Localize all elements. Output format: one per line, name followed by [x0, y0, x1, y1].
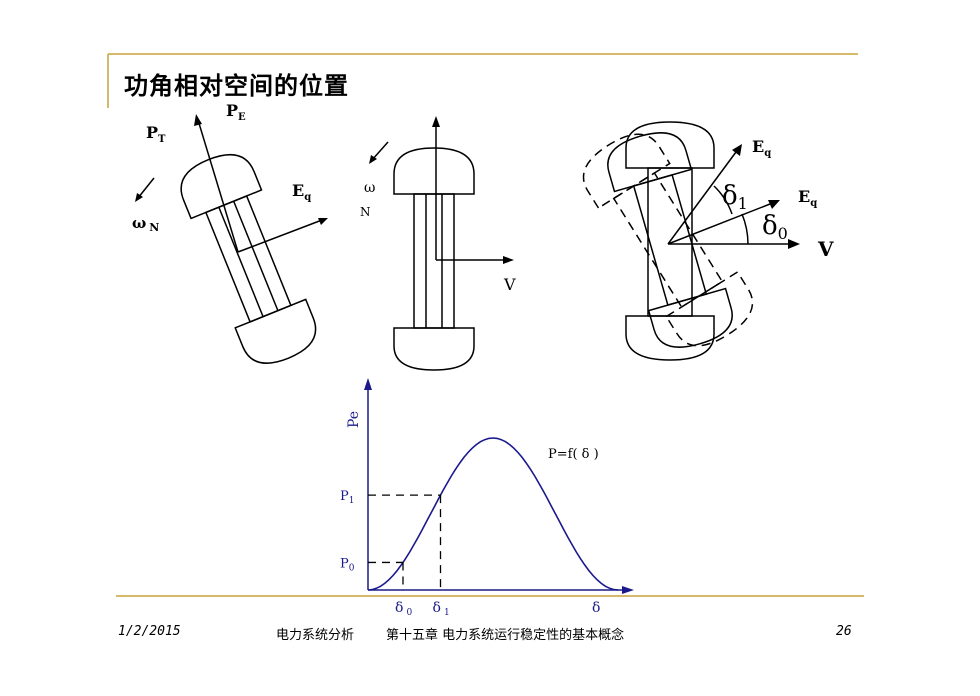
- rotor-left-omega-arrow: [137, 177, 155, 199]
- slide-title: 功角相对空间的位置: [124, 72, 349, 100]
- footer-page-number: 26: [836, 624, 852, 639]
- chart-ylabel: Pe: [346, 411, 362, 428]
- rotor-right-upright-bottom: [625, 315, 715, 361]
- rotor-right-eq2-label: Eq: [798, 187, 817, 209]
- rotor-left-pe-label: PE: [226, 101, 246, 123]
- rotor-left: [135, 114, 328, 364]
- rotor-right-dashed-top: [582, 133, 671, 210]
- rotor-right-eq1-arrow: [667, 151, 737, 245]
- rotor-middle-omega-arrow: [371, 141, 389, 161]
- footer-chapter: 第十五章 电力系统运行稳定性的基本概念: [386, 628, 625, 643]
- rotor-right: [582, 121, 800, 361]
- chart-y-tick-label: P0: [340, 556, 355, 573]
- rotor-left-top-cap: [180, 153, 263, 220]
- rotor-left-shaft: [204, 195, 292, 323]
- chart-x-axis-arrow: [622, 586, 634, 594]
- rotor-right-dashed-bottom: [665, 270, 754, 347]
- footer-course: 电力系统分析: [276, 628, 355, 643]
- footer-date: 1/2/2015: [118, 624, 181, 639]
- rotor-middle-bottom-cap: [393, 327, 475, 371]
- rotor-left-eq-arrow: [237, 219, 323, 253]
- rotor-right-tilted-top: [607, 132, 693, 193]
- chart-curve-label: P=f( δ ): [548, 447, 599, 462]
- rotor-left-pt-label: PT: [146, 123, 166, 145]
- rotor-right-eq2-arrow: [667, 203, 771, 245]
- chart-x-tick-label: δ: [592, 600, 600, 616]
- rotor-middle-omega-label: ω: [364, 180, 375, 196]
- rotor-middle-v-label: V: [503, 275, 516, 294]
- chart-y-tick-label: P1: [340, 489, 354, 506]
- chart-curve: [367, 437, 619, 591]
- rotor-right-delta1-label: δ1: [722, 181, 748, 213]
- rotor-middle-n-label: N: [360, 205, 371, 219]
- rotor-right-delta1-arc: [713, 185, 733, 215]
- rotor-middle-top-cap: [393, 147, 475, 195]
- rotor-right-upright-top: [625, 121, 715, 169]
- rotor-middle-shaft: [413, 193, 455, 329]
- rotor-middle: [369, 116, 514, 371]
- chart-y-axis-arrow: [364, 378, 372, 390]
- rotor-left-bottom-cap: [234, 298, 317, 364]
- rotor-right-delta0-label: δ0: [762, 211, 788, 243]
- rotor-right-delta0-arc: [741, 213, 749, 245]
- rotor-left-eq-label: Eq: [292, 181, 311, 203]
- rotor-right-eq1-label: Eq: [752, 137, 771, 159]
- rotor-left-axis: [197, 119, 239, 253]
- rotor-right-tilted-bottom: [647, 287, 733, 348]
- rotor-right-v-label: V: [817, 237, 834, 261]
